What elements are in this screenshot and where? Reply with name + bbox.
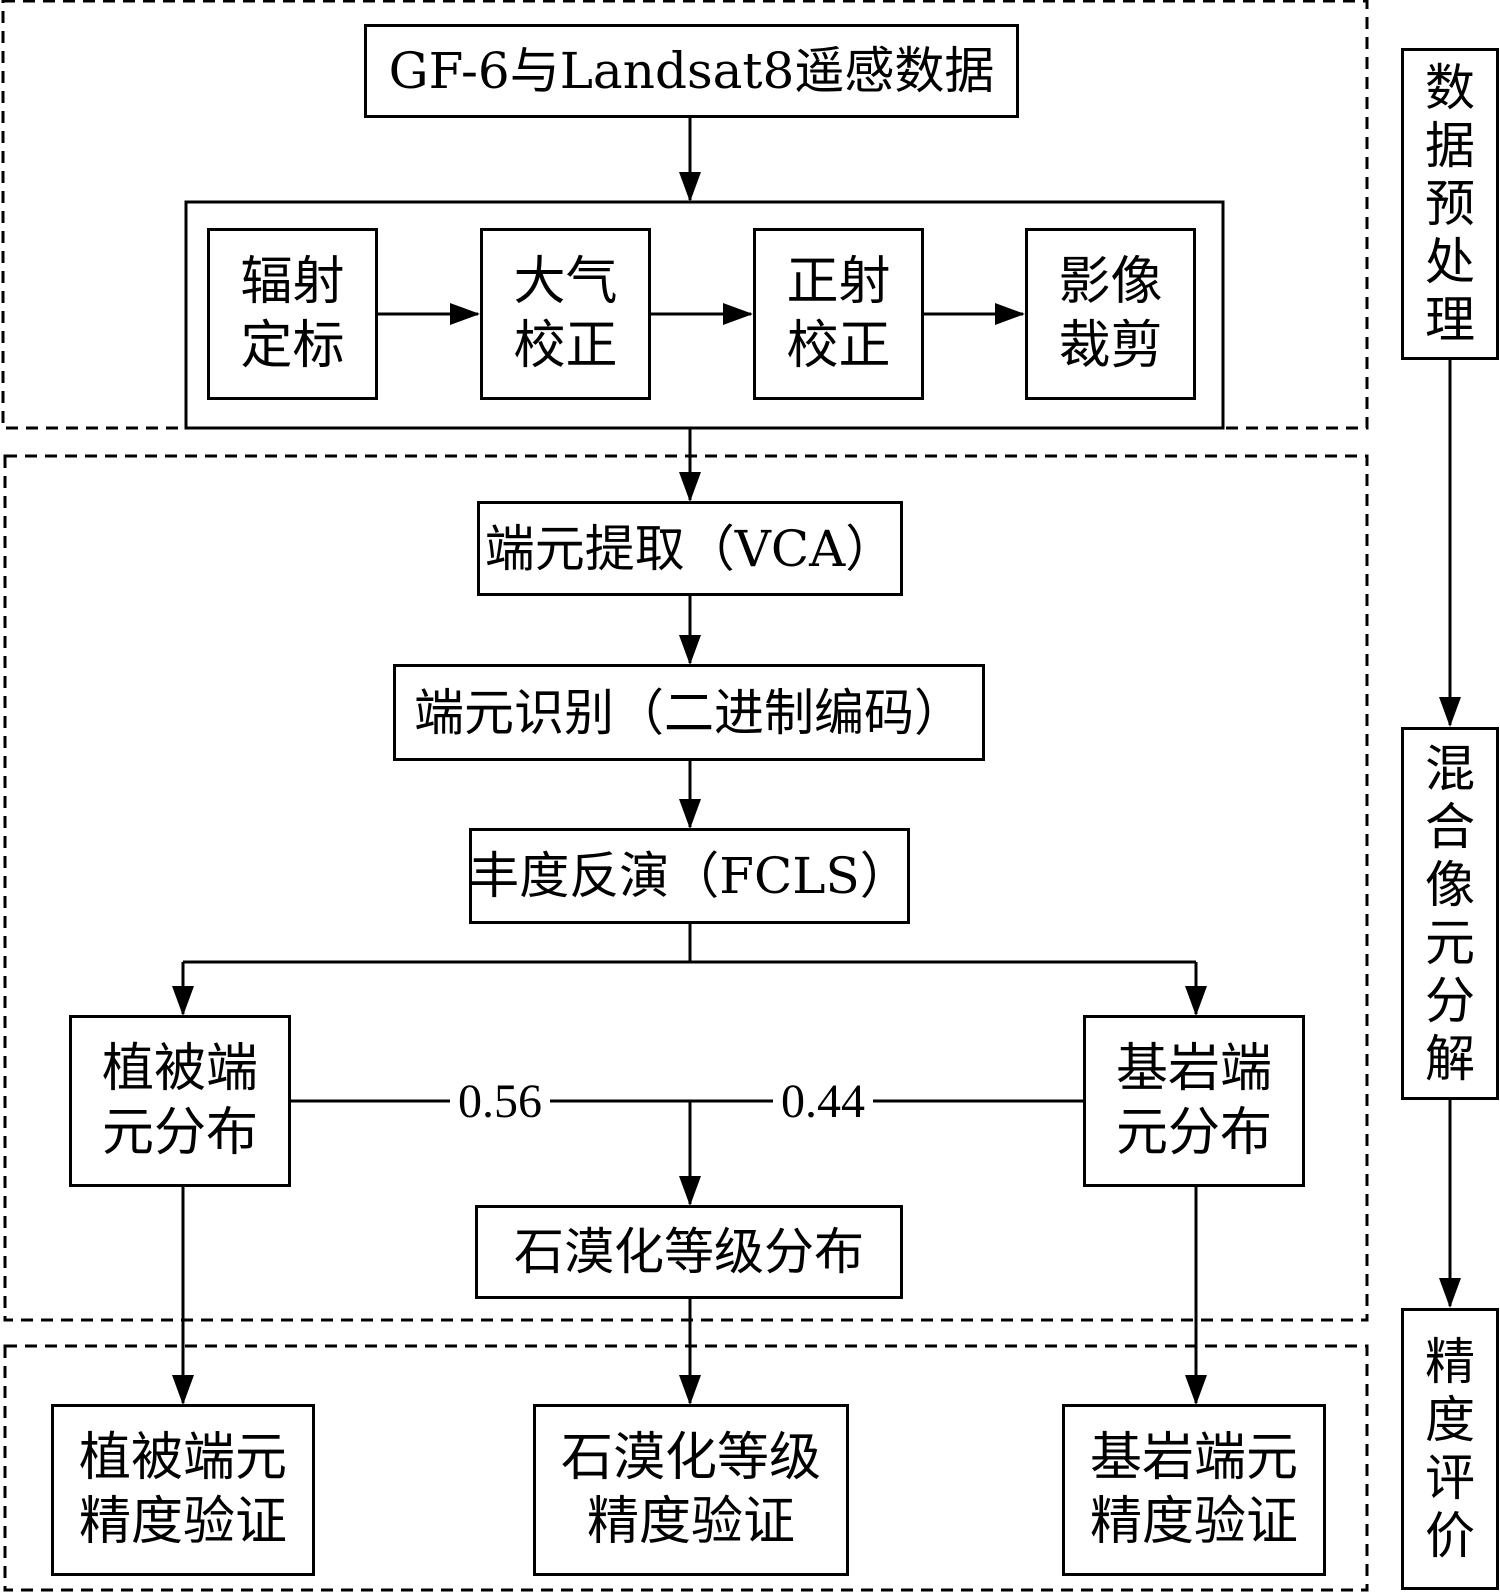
preprocessing-stage-label: 数据预处理	[1425, 59, 1475, 349]
vegetation-accuracy-box: 植被端元 精度验证	[51, 1404, 315, 1576]
endmember-identification-box: 端元识别（二进制编码）	[393, 664, 985, 761]
unmixing-stage-frame	[3, 454, 1369, 1322]
source-data-label: GF-6与Landsat8遥感数据	[388, 42, 995, 100]
image-clipping-label: 影像 裁剪	[1058, 252, 1163, 376]
atmospheric-correction-label: 大气 校正	[513, 252, 618, 376]
source-data-box: GF-6与Landsat8遥感数据	[364, 24, 1019, 118]
mixed-pixel-decomposition-stage-box: 混合像元分解	[1401, 727, 1499, 1100]
desertification-distribution-label: 石漠化等级分布	[514, 1223, 864, 1281]
radiometric-calibration-label: 辐射 定标	[240, 252, 345, 376]
radiometric-calibration-box: 辐射 定标	[207, 228, 378, 400]
preprocess-group-box	[184, 200, 1225, 430]
preprocessing-stage-box: 数据预处理	[1401, 48, 1499, 360]
vegetation-distribution-box: 植被端 元分布	[69, 1015, 291, 1187]
abundance-inversion-box: 丰度反演（FCLS）	[469, 828, 910, 924]
endmember-extraction-label: 端元提取（VCA）	[484, 519, 896, 578]
bedrock-distribution-box: 基岩端 元分布	[1083, 1015, 1305, 1187]
vegetation-weight-label: 0.56	[450, 1078, 550, 1126]
abundance-inversion-label: 丰度反演（FCLS）	[469, 847, 910, 905]
desertification-accuracy-box: 石漠化等级 精度验证	[533, 1404, 849, 1576]
bedrock-distribution-label: 基岩端 元分布	[1115, 1039, 1272, 1163]
image-clipping-box: 影像 裁剪	[1025, 228, 1196, 400]
desertification-distribution-box: 石漠化等级分布	[475, 1205, 903, 1299]
endmember-extraction-box: 端元提取（VCA）	[477, 501, 903, 596]
bedrock-weight-label: 0.44	[773, 1078, 873, 1126]
endmember-identification-label: 端元识别（二进制编码）	[414, 683, 964, 742]
vegetation-accuracy-label: 植被端元 精度验证	[78, 1428, 287, 1552]
vegetation-distribution-label: 植被端 元分布	[101, 1039, 258, 1163]
accuracy-evaluation-stage-label: 精度评价	[1425, 1333, 1475, 1565]
validation-stage-frame	[3, 1344, 1369, 1592]
orthorectification-label: 正射 校正	[786, 252, 891, 376]
bedrock-accuracy-label: 基岩端元 精度验证	[1089, 1428, 1298, 1552]
orthorectification-box: 正射 校正	[753, 228, 924, 400]
atmospheric-correction-box: 大气 校正	[480, 228, 651, 400]
bedrock-accuracy-box: 基岩端元 精度验证	[1062, 1404, 1326, 1576]
mixed-pixel-decomposition-stage-label: 混合像元分解	[1425, 739, 1475, 1088]
desertification-accuracy-label: 石漠化等级 精度验证	[560, 1428, 821, 1552]
accuracy-evaluation-stage-box: 精度评价	[1401, 1308, 1499, 1590]
preprocessing-stage-frame	[1, 0, 1369, 430]
